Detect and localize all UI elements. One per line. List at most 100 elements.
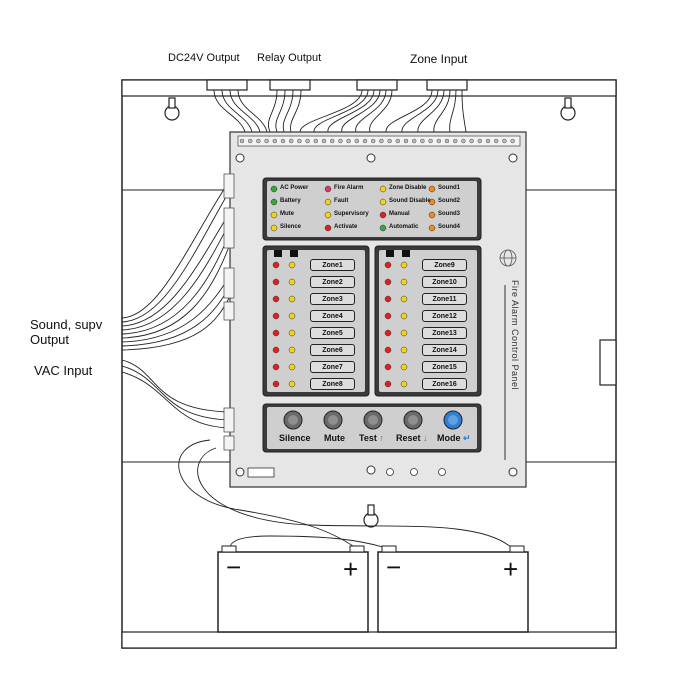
zone-button-zone7[interactable]: Zone7 (310, 361, 355, 373)
zone-button-zone14[interactable]: Zone14 (422, 344, 467, 356)
zone-fault-led (288, 261, 296, 269)
zone-fire-led (272, 261, 280, 269)
terminal-screw (452, 138, 458, 144)
control-arrow-icon: ↵ (460, 433, 471, 443)
zone-button-zone9[interactable]: Zone9 (422, 259, 467, 271)
terminal-screw (362, 138, 368, 144)
control-arrow-icon: ↑ (376, 433, 384, 443)
control-label-text: Mute (324, 433, 345, 443)
status-led-label: Fault (334, 198, 349, 204)
status-led-label: Sound3 (438, 211, 460, 217)
control-button-highlight (328, 415, 338, 425)
zone-fault-led (288, 346, 296, 354)
zone-fire-led (272, 346, 280, 354)
terminal-screw (387, 138, 392, 144)
terminal-screw (403, 138, 409, 144)
status-led-label: Manual (389, 211, 410, 217)
control-button-mute[interactable] (323, 410, 343, 430)
zone-button-zone13[interactable]: Zone13 (422, 327, 467, 339)
zone-fire-led (384, 261, 392, 269)
control-label-text: Mode (437, 433, 461, 443)
control-button-highlight (408, 415, 418, 425)
status-led-indicator (428, 185, 436, 193)
control-label-text: Reset (396, 433, 421, 443)
zone-knockout-2 (426, 79, 468, 91)
zone-button-zone4[interactable]: Zone4 (310, 310, 355, 322)
control-button-highlight (288, 415, 298, 425)
zone-button-zone15[interactable]: Zone15 (422, 361, 467, 373)
terminal-screw (493, 138, 499, 144)
terminal-screw (297, 138, 302, 144)
relay-output-label: Relay Output (257, 52, 322, 64)
zone-fire-led (272, 295, 280, 303)
battery-left-negative-icon: − (226, 552, 242, 582)
zone-fault-led (288, 278, 296, 286)
fire-indicator-icon (386, 250, 394, 257)
status-led-indicator (324, 185, 332, 193)
zone-button-zone8[interactable]: Zone8 (310, 378, 355, 390)
control-label-text: Test (359, 433, 377, 443)
zone-button-zone2[interactable]: Zone2 (310, 276, 355, 288)
zone-fault-led (288, 363, 296, 371)
fire-indicator-icon (274, 250, 282, 257)
status-led-indicator (270, 198, 278, 206)
status-led-indicator (324, 211, 332, 219)
control-button-silence[interactable] (283, 410, 303, 430)
zone-fire-led (272, 278, 280, 286)
status-led-label: Sound1 (438, 185, 460, 191)
left-terminal-3 (223, 267, 235, 299)
control-button-test[interactable] (363, 410, 383, 430)
zone-button-zone5[interactable]: Zone5 (310, 327, 355, 339)
zone-fault-led (400, 380, 408, 388)
dc24v-knockout (206, 79, 248, 91)
left-terminal-6 (223, 435, 235, 451)
status-led-indicator (379, 185, 387, 193)
fuse (247, 467, 275, 478)
zone-button-zone3[interactable]: Zone3 (310, 293, 355, 305)
zone-fault-led (400, 278, 408, 286)
zone-button-zone10[interactable]: Zone10 (422, 276, 467, 288)
terminal-screw (264, 138, 269, 144)
control-label-reset: Reset ↓ (396, 433, 428, 443)
status-led-indicator (270, 185, 278, 193)
status-led-label: Silence (280, 224, 302, 230)
zone-fire-led (384, 329, 392, 337)
zone-button-zone12[interactable]: Zone12 (422, 310, 467, 322)
zone-fault-led (288, 295, 296, 303)
status-led-indicator (379, 198, 387, 206)
sound-supv-output-label-line2: Output (30, 332, 70, 347)
terminal-screw (510, 138, 515, 144)
zone-fire-led (384, 278, 392, 286)
status-led-indicator (428, 198, 436, 206)
terminal-screw (313, 138, 319, 144)
control-button-reset[interactable] (403, 410, 423, 430)
zone-fire-led (384, 346, 392, 354)
zone-button-zone16[interactable]: Zone16 (422, 378, 467, 390)
battery-right (377, 551, 529, 633)
status-led-label: Fire Alarm (334, 185, 364, 191)
terminal-screw (469, 138, 474, 144)
terminal-screw (395, 138, 401, 144)
zone-button-zone6[interactable]: Zone6 (310, 344, 355, 356)
terminal-screw (444, 138, 450, 144)
control-label-mute: Mute (324, 433, 345, 443)
left-terminal-2 (223, 207, 235, 249)
door-latch (599, 339, 617, 386)
zone-button-zone11[interactable]: Zone11 (422, 293, 467, 305)
battery-left-terminal-pos (349, 545, 365, 553)
control-button-highlight (448, 415, 458, 425)
left-terminal-1 (223, 173, 235, 199)
zone-fault-led (288, 329, 296, 337)
control-label-silence: Silence (279, 433, 311, 443)
status-led-label: Automatic (389, 224, 419, 230)
status-led-label: Zone Disable (389, 185, 427, 191)
control-button-mode[interactable] (443, 410, 463, 430)
keyhole-right-icon (560, 97, 576, 121)
status-led-indicator (270, 211, 278, 219)
control-button-highlight (368, 415, 378, 425)
relay-knockout (269, 79, 311, 91)
zone-fire-led (384, 380, 392, 388)
zone-button-zone1[interactable]: Zone1 (310, 259, 355, 271)
zone-fault-led (400, 295, 408, 303)
status-led-label: Mute (280, 211, 294, 217)
